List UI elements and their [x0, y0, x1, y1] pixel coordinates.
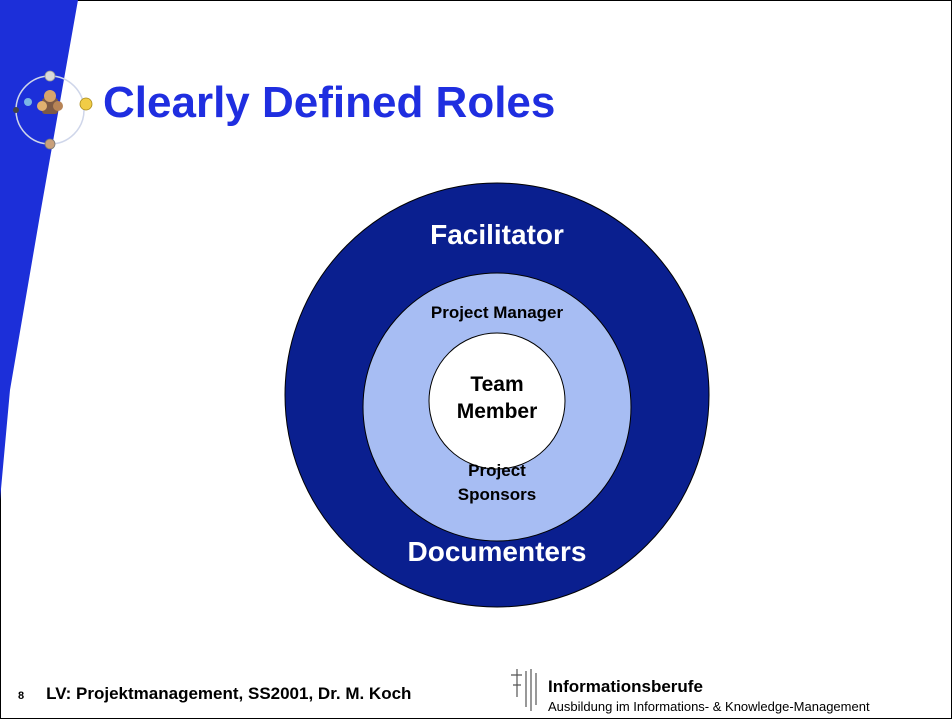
course-label: LV: Projektmanagement, SS2001, Dr. M. Ko…	[46, 684, 412, 703]
slide-footer: 8 LV: Projektmanagement, SS2001, Dr. M. …	[18, 684, 411, 704]
inner-circle	[428, 332, 566, 470]
role-documenters: Documenters	[407, 536, 587, 567]
brand-block: Informationsberufe Ausbildung im Informa…	[508, 667, 948, 717]
brand-name: Informationsberufe	[548, 677, 703, 696]
brand-subtitle: Ausbildung im Informations- & Knowledge-…	[548, 699, 870, 714]
role-project-manager: Project Manager	[430, 303, 564, 322]
page-number: 8	[18, 690, 25, 702]
role-facilitator: Facilitator	[430, 219, 564, 250]
role-project-sponsors-line1: Project	[468, 461, 526, 480]
slide-title: Clearly Defined Roles	[103, 78, 556, 127]
people-network-logo	[13, 70, 93, 150]
role-project-sponsors-line2: Sponsors	[457, 485, 537, 504]
fh-logo-mark	[511, 669, 537, 711]
role-team-member-line2: Member	[456, 400, 538, 423]
role-team-member-line1: Team	[470, 373, 524, 396]
